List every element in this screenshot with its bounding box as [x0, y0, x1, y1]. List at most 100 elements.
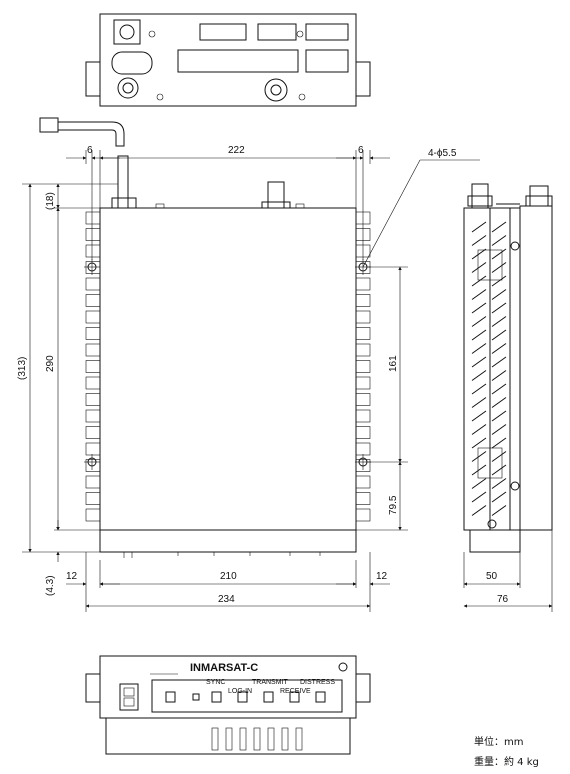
fin — [85, 294, 101, 307]
vent-slot — [239, 727, 247, 751]
dim-18: (18) — [45, 192, 56, 210]
fin — [355, 327, 371, 340]
dim-12-right: 12 — [376, 571, 388, 582]
brand-label: INMARSAT-C — [190, 662, 258, 674]
power-switch[interactable] — [119, 683, 139, 711]
fin — [85, 211, 101, 225]
vent-slot — [471, 275, 487, 287]
dim-hole-spec: 4-ϕ5.5 — [428, 148, 457, 159]
vent-slot — [491, 383, 507, 395]
sync-label: SYNC — [206, 679, 225, 686]
weight-note: 重量：約 4 kg — [474, 755, 539, 768]
vent-slot — [471, 491, 487, 503]
dimension-labels: 6 222 6 4-ϕ5.5 (313) (18) 290 (4.3) 161 … — [17, 145, 509, 605]
fin — [85, 261, 101, 274]
vent-slot — [471, 221, 487, 233]
vent-slot — [491, 343, 507, 354]
main-view — [84, 155, 371, 558]
led-5 — [263, 691, 274, 703]
fin — [355, 409, 371, 423]
unit-note: 単位：mm — [474, 735, 523, 748]
vent-slot — [491, 302, 507, 314]
fin — [355, 360, 371, 373]
fin — [355, 343, 371, 357]
vent-slot — [471, 424, 487, 435]
fin — [85, 327, 101, 340]
side-vent-slots — [471, 221, 507, 516]
vent-slot — [471, 464, 487, 476]
vent-slot — [491, 478, 507, 489]
vent-slot — [471, 302, 487, 314]
dim-210: 210 — [220, 571, 237, 582]
vent-slot — [491, 464, 507, 476]
vent-slot — [491, 329, 507, 341]
vent-slot — [471, 370, 487, 381]
vent-slot — [225, 727, 233, 751]
dim-234: 234 — [218, 594, 235, 605]
vent-slot — [471, 329, 487, 341]
vent-slot — [491, 248, 507, 260]
vent-slot — [491, 491, 507, 503]
dim-12-left: 12 — [66, 571, 78, 582]
vent-slot — [491, 356, 507, 368]
vent-slot — [471, 383, 487, 395]
vent-slot — [471, 451, 487, 462]
dim-290: 290 — [45, 355, 56, 372]
vent-slot — [491, 289, 507, 300]
vent-slot — [491, 451, 507, 462]
dim-6-right: 6 — [358, 145, 364, 156]
fin — [85, 360, 101, 373]
bottom-vents — [211, 727, 303, 751]
vent-slot — [253, 727, 261, 751]
vent-slot — [471, 505, 487, 516]
vent-slot — [471, 410, 487, 422]
vent-slot — [491, 424, 507, 435]
fin — [85, 376, 101, 390]
dim-76: 76 — [497, 594, 509, 605]
fin — [355, 426, 371, 439]
vent-slot — [471, 437, 487, 449]
transmit-label: TRANSMIT — [252, 679, 289, 686]
fin — [85, 459, 101, 472]
vent-slot — [211, 727, 219, 751]
vent-slot — [491, 235, 507, 246]
dim-161: 161 — [388, 355, 399, 372]
fin — [85, 409, 101, 423]
dimension-lines — [22, 150, 553, 612]
dim-6-left: 6 — [87, 145, 93, 156]
fin — [355, 393, 371, 406]
distress-label: DISTRESS — [300, 679, 335, 686]
vent-slot — [267, 727, 275, 751]
led-3 — [211, 691, 222, 703]
led-6 — [289, 691, 300, 703]
led-7 — [315, 691, 326, 703]
fin — [85, 426, 101, 439]
led-1 — [165, 691, 176, 703]
vent-slot — [281, 727, 289, 751]
vent-slot — [491, 316, 507, 327]
vent-slot — [491, 262, 507, 273]
dim-222: 222 — [228, 145, 245, 156]
vent-slot — [491, 275, 507, 287]
led-2 — [192, 693, 200, 701]
dim-79-5: 79.5 — [388, 495, 399, 515]
fin — [85, 442, 101, 456]
led-4 — [237, 691, 248, 703]
vent-slot — [491, 221, 507, 233]
vent-slot — [471, 316, 487, 327]
vent-slot — [471, 248, 487, 260]
vent-slot — [491, 370, 507, 381]
indicator-window — [151, 679, 343, 713]
fin — [85, 393, 101, 406]
fin — [355, 277, 371, 291]
vent-slot — [295, 727, 303, 751]
fin — [355, 294, 371, 307]
fin — [85, 228, 101, 241]
dim-313: (313) — [17, 357, 28, 380]
fin — [85, 310, 101, 324]
mounting-holes — [84, 259, 371, 470]
fin — [85, 492, 101, 505]
fin — [355, 442, 371, 456]
side-view — [463, 183, 553, 553]
